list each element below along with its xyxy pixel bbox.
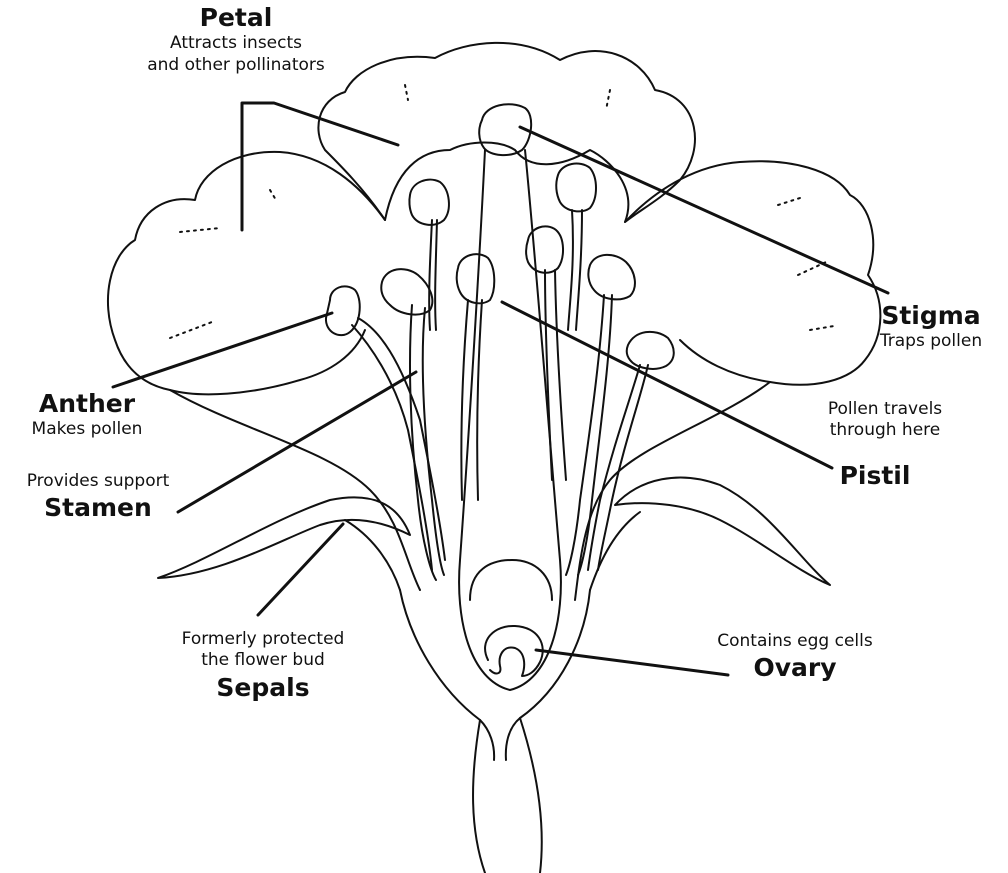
petal-leader (242, 103, 398, 230)
stigma-title: Stigma (856, 300, 1006, 331)
petal-left (108, 152, 385, 394)
anther-mid-left (457, 254, 495, 303)
anther-far-left (326, 286, 360, 335)
sepal-right-inner (590, 512, 640, 590)
label-pollen-path: Pollen travels through here (790, 399, 980, 442)
anther-title: Anther (2, 388, 172, 419)
pistil-style (459, 150, 561, 690)
sepals-description: Formerly protected the flower bud (148, 629, 378, 672)
sepals-title: Sepals (148, 672, 378, 703)
stamen-description: Provides support (0, 471, 196, 492)
petal-lower-left (170, 390, 420, 590)
anther-right-b (588, 255, 635, 300)
label-sepals: Formerly protected the flower bud Sepals (148, 629, 378, 703)
petal-texture (170, 85, 834, 338)
sepal-left-inner (345, 520, 400, 590)
petal-lower-right (575, 382, 770, 600)
sepal-right (615, 478, 830, 585)
label-anther: Anther Makes pollen (2, 388, 172, 441)
pistil-title: Pistil (830, 460, 920, 491)
stigma-leader (520, 127, 888, 293)
stamen-filaments (352, 210, 648, 580)
anthers (326, 164, 674, 369)
stamen-title: Stamen (0, 492, 196, 523)
label-stamen: Provides support Stamen (0, 471, 196, 524)
sepals-leader (258, 524, 343, 615)
stamen-leader (178, 372, 416, 512)
anther-left-b (409, 180, 449, 225)
anther-description: Makes pollen (2, 419, 172, 440)
label-stigma: Stigma Traps pollen (856, 300, 1006, 353)
label-ovary: Contains egg cells Ovary (690, 631, 900, 684)
pistil-leader (502, 302, 832, 468)
petal-description: Attracts insects and other pollinators (106, 33, 366, 76)
label-petal: Petal Attracts insects and other pollina… (106, 2, 366, 76)
ovary-title: Ovary (690, 652, 900, 683)
petal-title: Petal (106, 2, 366, 33)
pollen-path-description: Pollen travels through here (790, 399, 980, 442)
anther-right-a (556, 164, 596, 212)
label-pistil: Pistil (830, 460, 920, 491)
ovule (485, 626, 543, 676)
leader-lines (113, 103, 888, 675)
anther-mid-right (526, 226, 563, 272)
ovary-chamber (470, 560, 552, 600)
ovary-description: Contains egg cells (690, 631, 900, 652)
stigma-description: Traps pollen (856, 331, 1006, 352)
anther-far-right (627, 332, 674, 369)
petal-center (318, 43, 695, 222)
anther-leader (113, 313, 332, 387)
receptacle (400, 590, 590, 760)
